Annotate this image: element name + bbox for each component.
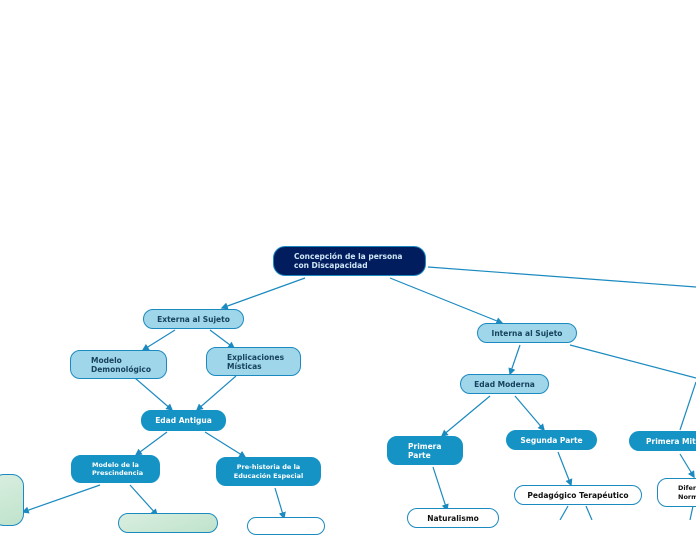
node-diferencia-label: Diferi Norm	[678, 484, 696, 501]
image-node[interactable]	[0, 474, 24, 526]
link-primera-naturalismo	[432, 466, 449, 512]
link-segunda-pedagogico	[557, 451, 573, 487]
link-explicaciones-antigua	[195, 375, 237, 411]
node-primera-parte[interactable]: Primera Parte	[387, 436, 463, 465]
node-prehistoria-label: Pre-historia de la Educación Especial	[233, 463, 304, 480]
link-interna-offscreen	[569, 344, 696, 379]
node-naturalismo[interactable]: Naturalismo	[407, 508, 499, 528]
connector-lines	[21, 266, 696, 520]
link-root-offscreen	[427, 266, 696, 288]
link-pedagogico-down-a	[559, 505, 569, 520]
link-root-interna	[389, 277, 504, 325]
node-root-label: Concepción de la persona con Discapacida…	[294, 252, 403, 270]
node-pedagogico-label: Pedagógico Terapéutico	[527, 490, 629, 500]
link-prescindencia-image	[21, 484, 101, 514]
link-moderna-primera	[440, 395, 491, 437]
node-root[interactable]: Concepción de la persona con Discapacida…	[273, 246, 426, 276]
node-primera-mitad[interactable]: Primera Mitad	[629, 431, 696, 451]
node-segunda-parte[interactable]: Segunda Parte	[506, 430, 597, 450]
link-pedagogico-down-b	[585, 505, 593, 520]
node-segunda-parte-label: Segunda Parte	[520, 435, 583, 445]
link-offscreen-primera-mitad	[679, 381, 696, 431]
link-diferencia-down	[689, 505, 694, 520]
link-prehistoria-bottom	[274, 487, 286, 520]
node-moderna[interactable]: Edad Moderna	[460, 374, 549, 394]
link-root-externa	[220, 277, 306, 310]
node-naturalismo-label: Naturalismo	[427, 514, 479, 523]
node-pedagogico[interactable]: Pedagógico Terapéutico	[514, 485, 642, 505]
node-antigua[interactable]: Edad Antigua	[141, 410, 226, 431]
node-diferencia[interactable]: Diferi Norm	[657, 478, 696, 507]
node-primera-parte-label: Primera Parte	[408, 441, 442, 460]
link-primera-mitad-diferencia	[679, 453, 695, 479]
node-moderna-label: Edad Moderna	[474, 379, 535, 389]
node-interna[interactable]: Interna al Sujeto	[477, 323, 577, 343]
node-externa[interactable]: Externa al Sujeto	[143, 309, 244, 329]
node-interna-label: Interna al Sujeto	[491, 328, 563, 338]
node-antigua-label: Edad Antigua	[155, 416, 212, 425]
image-node-bottom[interactable]	[118, 513, 218, 533]
node-prescindencia-label: Modelo de la Prescindencia	[92, 460, 144, 478]
node-demonologico-label: Modelo Demonológico	[91, 355, 152, 374]
node-prehistoria[interactable]: Pre-historia de la Educación Especial	[216, 457, 321, 486]
node-prescindencia[interactable]: Modelo de la Prescindencia	[71, 455, 160, 483]
link-antigua-prehistoria	[204, 431, 247, 458]
node-explicaciones[interactable]: Explicaciones Místicas	[206, 347, 301, 376]
node-primera-mitad-label: Primera Mitad	[646, 436, 696, 446]
node-externa-label: Externa al Sujeto	[157, 314, 230, 324]
link-externa-demonologico	[141, 329, 176, 351]
link-interna-moderna	[508, 344, 521, 376]
node-explicaciones-label: Explicaciones Místicas	[227, 352, 285, 371]
link-prescindencia-bottom	[129, 484, 158, 517]
link-externa-explicaciones	[209, 329, 236, 349]
link-moderna-segunda	[514, 395, 545, 432]
node-demonologico[interactable]: Modelo Demonológico	[70, 350, 167, 379]
link-antigua-prescindencia	[134, 431, 168, 456]
link-demonologico-antigua	[134, 377, 174, 411]
